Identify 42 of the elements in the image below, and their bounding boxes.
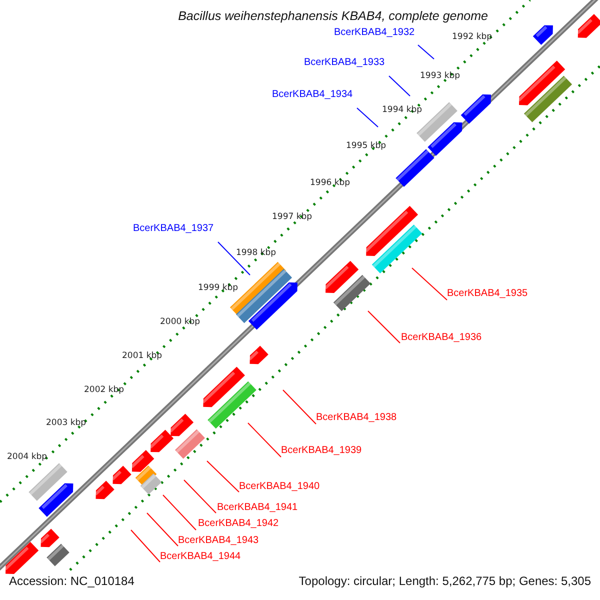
gene-label: BcerKBAB4_1932	[334, 27, 415, 39]
gene-label: BcerKBAB4_1937	[133, 223, 214, 235]
gene-label: BcerKBAB4_1939	[281, 445, 362, 457]
tick-label: 1999 kbp	[198, 283, 238, 293]
gene-label: BcerKBAB4_1933	[304, 57, 385, 69]
tick-label: 1998 kbp	[236, 248, 276, 258]
tick-label: 2000 kbp	[160, 317, 200, 327]
title: Bacillus weihenstephanensis KBAB4, complete genome	[178, 10, 488, 22]
leader-line	[146, 512, 178, 546]
tick-label: 1996 kbp	[310, 178, 350, 188]
leader-line	[412, 268, 448, 300]
genome-info-text: Topology: circular; Length: 5,262,775 bp; Genes: 5,305	[298, 575, 591, 587]
tick-label: 2001 kbp	[122, 351, 162, 361]
leader-line	[388, 76, 410, 96]
gene-label: BcerKBAB4_1943	[178, 535, 259, 547]
leader-line	[184, 480, 216, 514]
leader-line	[418, 44, 434, 60]
leader-line	[282, 390, 316, 424]
leader-line	[130, 530, 160, 562]
tick-label: 1992 kbp	[452, 32, 492, 42]
gene-label: BcerKBAB4_1936	[401, 332, 482, 344]
tick-label: 1995 kbp	[346, 141, 386, 151]
tick-label: 1993 kbp	[420, 71, 460, 81]
gene-label: BcerKBAB4_1938	[316, 412, 397, 424]
tick-label: 2004 kbp	[7, 452, 48, 462]
leader-line	[368, 310, 400, 344]
gene-label: BcerKBAB4_1942	[198, 518, 279, 530]
leader-line	[206, 460, 240, 492]
leader-line	[218, 242, 250, 276]
gene-label: BcerKBAB4_1940	[239, 481, 320, 493]
tick-label: 1997 kbp	[272, 212, 312, 222]
gene-label: BcerKBAB4_1944	[160, 551, 241, 563]
leader-line	[248, 422, 282, 458]
tick-label: 2002 kbp	[84, 385, 124, 395]
leader-line	[356, 108, 378, 128]
gene-label: BcerKBAB4_1935	[447, 288, 528, 300]
gene-label: BcerKBAB4_1934	[272, 89, 353, 101]
tick-label: 2003 kbp	[46, 418, 86, 428]
gene-label: BcerKBAB4_1941	[217, 502, 298, 514]
leader-line	[162, 494, 196, 530]
tick-label: 1994 kbp	[382, 105, 422, 115]
accession-text: Accession: NC_010184	[9, 575, 134, 587]
